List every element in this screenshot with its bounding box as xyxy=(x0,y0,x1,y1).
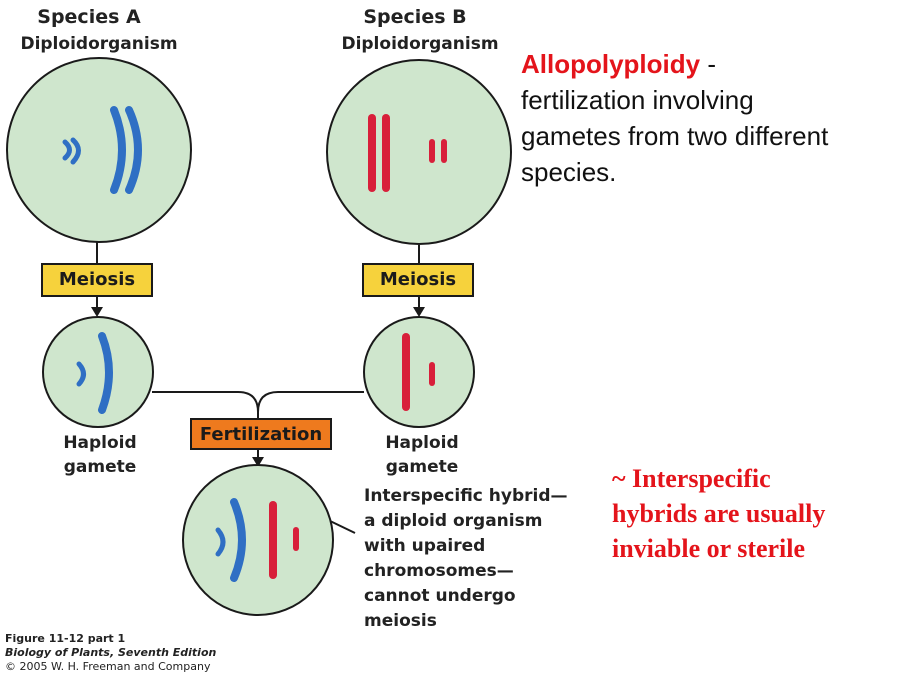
gamete-a-label: Haploid gamete xyxy=(63,433,137,477)
caption-book: Biology of Plants, Seventh Edition xyxy=(5,646,217,659)
caption-figure: Figure 11-12 part 1 xyxy=(5,632,126,645)
arrowheads xyxy=(91,307,425,467)
species-a-cell xyxy=(6,57,192,243)
species-b-title: Species B xyxy=(363,6,467,28)
gamete-a-cell xyxy=(42,316,154,428)
arrowhead-fertilization xyxy=(252,457,264,467)
species-a-title: Species A xyxy=(37,6,141,28)
definition-text: - fertilization involving gametes from t… xyxy=(521,49,829,187)
hybrid-chromosomes xyxy=(215,498,299,582)
arrowhead-a xyxy=(91,307,103,317)
line-gamete-b-to-fertilization xyxy=(257,391,364,413)
arrowhead-b xyxy=(413,307,425,317)
species-a-chromosomes xyxy=(62,106,142,194)
hybrid-pointer-line xyxy=(327,519,356,534)
species-b-subtitle: Diploidorganism xyxy=(341,34,499,54)
species-b-cell xyxy=(326,59,512,245)
interspecific-note: ~ Interspecific hybrids are usually invi… xyxy=(612,464,826,563)
definition-term: Allopolyploidy xyxy=(521,49,701,79)
gamete-b-chromosomes xyxy=(402,333,435,411)
figure-caption: Figure 11-12 part 1 Biology of Plants, S… xyxy=(5,632,265,674)
caption-copyright: © 2005 W. H. Freeman and Company xyxy=(5,660,211,673)
connector-lines xyxy=(96,240,420,534)
meiosis-a-box: Meiosis xyxy=(41,263,153,297)
hybrid-label: Interspecific hybrid— a diploid organism… xyxy=(364,486,568,631)
fertilization-box: Fertilization xyxy=(190,418,332,450)
species-a-subtitle: Diploidorganism xyxy=(20,34,178,54)
species-b-chromosomes xyxy=(368,114,447,192)
allopolyploidy-definition: Allopolyploidy - fertilization involving… xyxy=(521,46,896,190)
gamete-b-label: Haploid gamete xyxy=(385,433,459,477)
gamete-a-chromosomes xyxy=(76,332,113,414)
gamete-b-cell xyxy=(363,316,475,428)
hybrid-cell xyxy=(182,464,334,616)
meiosis-b-box: Meiosis xyxy=(362,263,474,297)
line-gamete-a-to-fertilization xyxy=(152,391,259,418)
